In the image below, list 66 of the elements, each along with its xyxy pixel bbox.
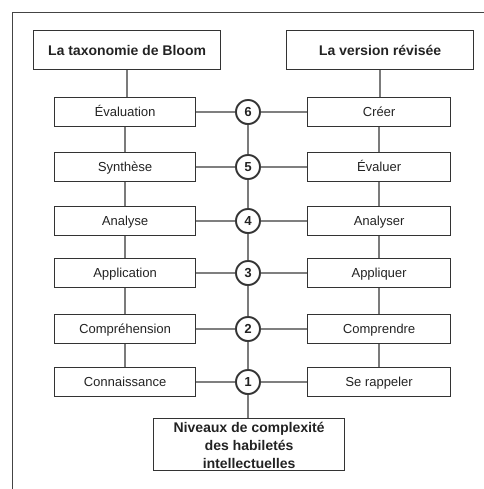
node-text: 3 [244, 264, 252, 282]
connector-line [247, 286, 249, 316]
node-text: 5 [244, 158, 252, 176]
connector-line [196, 328, 235, 330]
connector-line [261, 111, 307, 113]
level-box [307, 314, 451, 344]
level-box [307, 367, 451, 397]
level-box [54, 258, 196, 288]
node-text: Évaluer [356, 158, 402, 176]
node-text: Application [93, 264, 157, 282]
node-text: La version révisée [318, 41, 442, 59]
level-box [307, 152, 451, 182]
connector-line [196, 166, 235, 168]
level-box [54, 152, 196, 182]
connector-line [247, 342, 249, 369]
level-box [307, 97, 451, 127]
node-text: 6 [244, 103, 252, 122]
connector-line [196, 272, 235, 274]
node-text: Créer [362, 103, 396, 122]
connector-line [378, 182, 380, 206]
node-text: La taxonomie de Bloom [48, 41, 206, 59]
connector-line [378, 127, 380, 152]
level-box [54, 367, 196, 397]
connector-line [124, 236, 126, 258]
node-text: Se rappeler [345, 373, 413, 392]
node-text: Synthèse [98, 158, 152, 176]
node-text: Comprendre [342, 320, 416, 338]
node-text: 4 [244, 212, 252, 230]
connector-line [124, 344, 126, 367]
connector-line [247, 395, 249, 418]
title-box [33, 30, 221, 70]
connector-line [261, 272, 307, 274]
node-text: 1 [244, 373, 252, 392]
connector-line [378, 236, 380, 258]
connector-line [247, 180, 249, 208]
connector-line [261, 166, 307, 168]
connector-line [124, 182, 126, 206]
connector-line [124, 127, 126, 152]
node-text: Niveaux de complexité des habiletés intellectuelles [172, 418, 326, 472]
title-box [153, 418, 345, 471]
connector-line [379, 70, 381, 97]
connector-line [378, 288, 380, 314]
connector-line [261, 328, 307, 330]
connector-line [196, 111, 235, 113]
level-box [54, 97, 196, 127]
connector-line [261, 220, 307, 222]
connector-line [126, 70, 128, 97]
title-box [286, 30, 474, 70]
node-text: 2 [244, 320, 252, 338]
connector-line [124, 288, 126, 314]
connector-line [378, 344, 380, 367]
node-text: Analyser [354, 212, 404, 230]
node-text: Évaluation [94, 103, 156, 122]
connector-line [196, 220, 235, 222]
node-text: Analyse [102, 212, 148, 230]
connector-line [196, 381, 235, 383]
level-box [54, 314, 196, 344]
node-text: Appliquer [352, 264, 406, 282]
connector-line [261, 381, 307, 383]
node-text: Connaissance [84, 373, 166, 392]
level-box [307, 258, 451, 288]
connector-line [247, 234, 249, 260]
level-box [307, 206, 451, 236]
connector-line [247, 125, 249, 154]
node-text: Compréhension [79, 320, 171, 338]
level-box [54, 206, 196, 236]
